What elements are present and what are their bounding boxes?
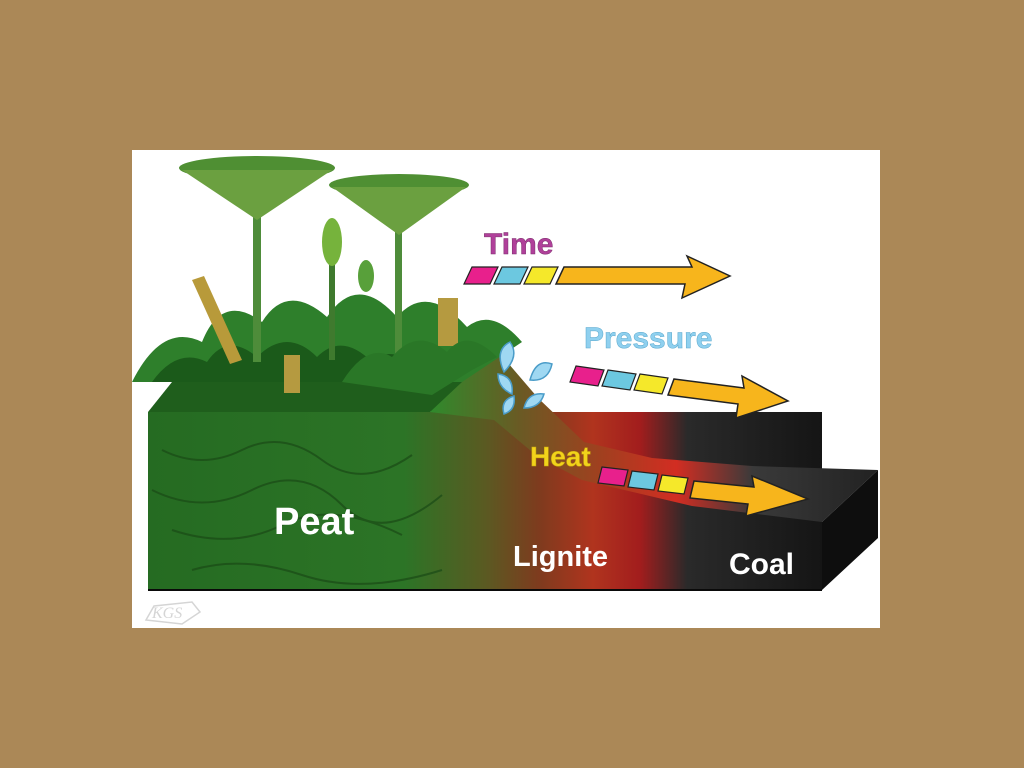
kgs-watermark-logo: KGS xyxy=(146,602,200,624)
diagram-panel: Time Pressure Heat Peat Lignite Coal KGS xyxy=(132,150,880,628)
plant-cone xyxy=(322,218,342,266)
svg-text:KGS: KGS xyxy=(151,605,182,622)
pressure-label: Pressure xyxy=(584,322,712,355)
plant-bud xyxy=(358,260,374,292)
tree-stump xyxy=(438,298,458,346)
coal-label: Coal xyxy=(729,548,794,581)
square-cyan xyxy=(602,370,636,390)
arrow-right-icon xyxy=(556,256,730,298)
square-cyan xyxy=(628,471,658,490)
pressure-arrow xyxy=(570,366,788,418)
heat-label: Heat xyxy=(530,441,591,472)
swamp-vegetation xyxy=(132,156,522,395)
time-label: Time xyxy=(484,228,553,261)
tree-trunk xyxy=(395,230,402,360)
tree-canopy-branches xyxy=(332,187,466,235)
tree-canopy-branches xyxy=(182,170,332,220)
coal-formation-diagram: Time Pressure Heat Peat Lignite Coal KGS xyxy=(132,150,880,628)
time-arrow xyxy=(464,256,730,298)
plant-stem xyxy=(329,260,335,360)
square-cyan xyxy=(494,267,528,284)
peat-label: Peat xyxy=(274,501,355,543)
square-yellow xyxy=(524,267,558,284)
square-magenta xyxy=(464,267,498,284)
arrow-right-icon xyxy=(668,376,788,418)
tree-stump xyxy=(284,355,300,393)
square-yellow xyxy=(634,374,668,394)
square-magenta xyxy=(570,366,604,386)
square-magenta xyxy=(598,467,628,486)
water-splash xyxy=(498,342,552,414)
lignite-label: Lignite xyxy=(513,541,608,573)
tree-trunk xyxy=(253,212,261,362)
square-yellow xyxy=(658,475,688,494)
